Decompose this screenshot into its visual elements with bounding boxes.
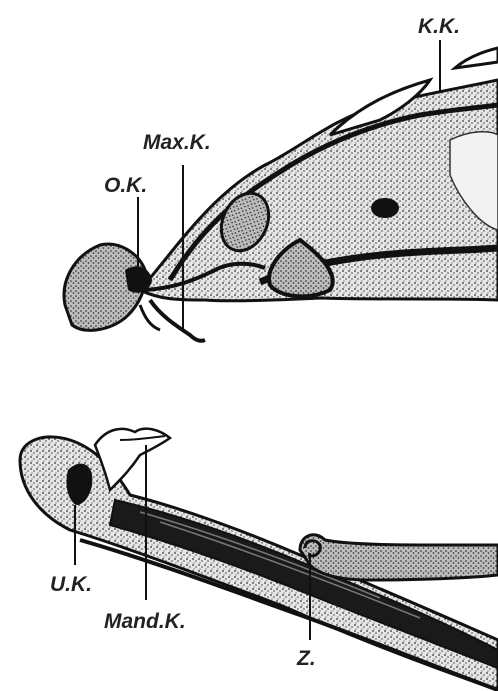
z-structure [300,535,498,580]
label-maxk: Max.K. [143,132,211,153]
top-right-curl [455,48,498,68]
label-ok: O.K. [104,175,147,196]
label-kk: K.K. [418,16,460,37]
label-z: Z. [297,648,316,669]
label-mandk: Mand.K. [104,611,186,632]
max-strand [150,300,205,341]
dark-hole [371,198,399,218]
lower-section [20,429,498,690]
frill [95,429,170,490]
label-uk: U.K. [50,574,92,595]
